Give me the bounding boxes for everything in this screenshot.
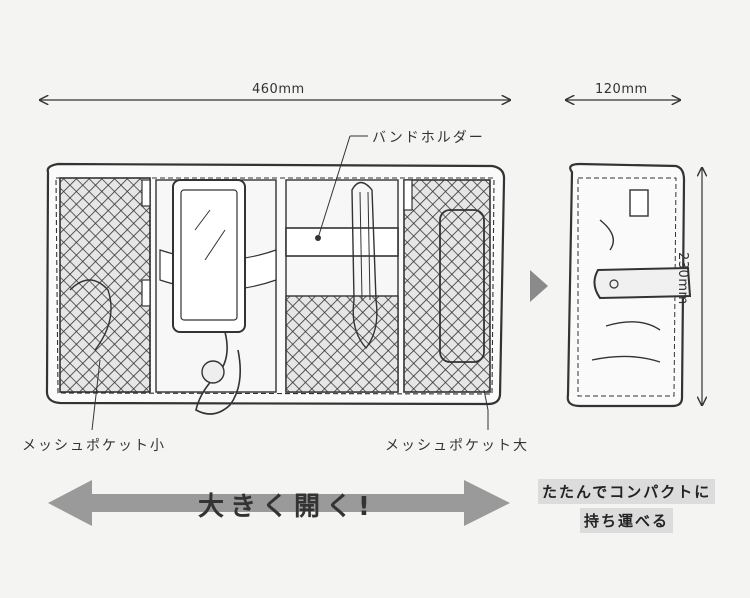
dimension-label-height: 230mm — [675, 252, 690, 305]
fold-compact-line2: 持ち運べる — [580, 508, 674, 533]
dimension-label-open-width: 460mm — [252, 82, 305, 97]
open-wide-text: 大きく開く! — [198, 492, 376, 522]
mesh-pocket-large — [403, 179, 491, 430]
pointer-triangle-icon — [530, 270, 548, 302]
organizer-open — [45, 135, 506, 431]
cable-panel — [285, 135, 399, 393]
double-arrow-icon — [48, 480, 510, 526]
callout-mesh-pocket-large: メッシュポケット大 — [385, 438, 529, 454]
mesh-pocket-small — [59, 177, 151, 393]
callout-band-holder: バンドホルダー — [372, 130, 485, 146]
organizer-folded — [566, 162, 692, 408]
fold-compact-line1: たたんでコンパクトに — [538, 479, 716, 504]
callout-mesh-pocket-small: メッシュポケット小 — [22, 438, 166, 454]
phone-panel — [155, 179, 277, 415]
dimension-label-folded-width: 120mm — [595, 82, 648, 97]
